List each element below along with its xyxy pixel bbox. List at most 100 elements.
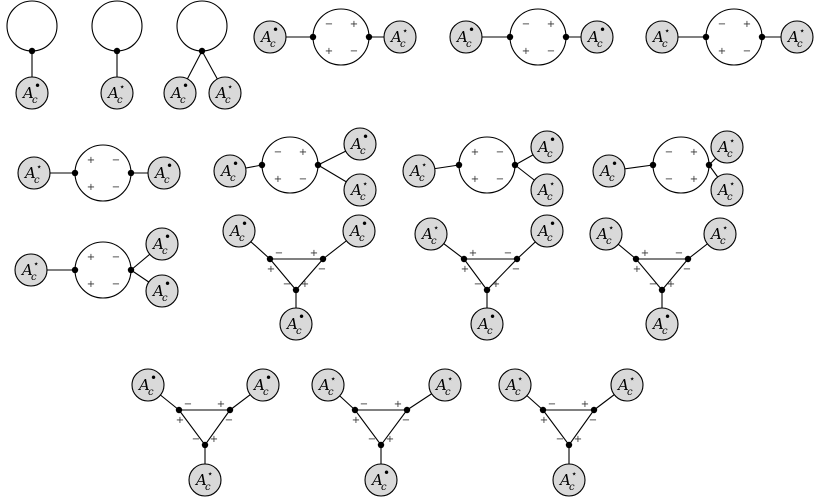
interaction-vertex xyxy=(71,169,79,177)
loop-circle xyxy=(509,8,567,66)
external-field-node: A•c xyxy=(163,76,197,110)
plus-sign-label: + xyxy=(299,147,307,158)
field-label: A xyxy=(595,225,608,243)
interaction-vertex xyxy=(201,441,209,449)
external-field-circle xyxy=(414,217,448,251)
plus-sign-label: + xyxy=(641,248,649,259)
external-field-circle xyxy=(253,20,287,54)
field-subscript: c xyxy=(606,236,612,247)
field-label: A xyxy=(252,376,265,394)
tadpole-diagram: A•c xyxy=(6,0,58,110)
loop-circle xyxy=(91,0,143,52)
triangle-loop xyxy=(353,409,409,446)
external-field-node: A⋆c xyxy=(188,463,222,497)
external-field-circle xyxy=(498,368,532,402)
field-subscript: c xyxy=(720,236,726,247)
external-field-node: A⋆c xyxy=(208,76,242,110)
minus-sign-label: − xyxy=(192,434,200,445)
external-field-node: A•c xyxy=(364,463,398,497)
external-field-node: A•c xyxy=(253,20,287,54)
external-field-node: A•c xyxy=(15,76,49,110)
interaction-vertex xyxy=(226,406,234,414)
interaction-vertex xyxy=(590,406,598,414)
field-subscript: c xyxy=(270,39,276,50)
field-label: A xyxy=(616,376,629,394)
field-label: A xyxy=(709,225,722,243)
plus-sign-label: + xyxy=(492,279,500,290)
loop-circle xyxy=(312,8,370,66)
minus-sign-label: − xyxy=(402,415,410,426)
interaction-vertex xyxy=(649,161,657,169)
field-superscript: • xyxy=(150,371,157,385)
minus-sign-label: − xyxy=(360,399,368,410)
field-superscript: ⋆ xyxy=(207,469,213,480)
interaction-vertex xyxy=(258,161,266,169)
plus-sign-label: + xyxy=(325,46,333,57)
plus-sign-label: + xyxy=(87,155,95,166)
field-subscript: c xyxy=(466,39,472,50)
external-field-circle xyxy=(100,76,134,110)
field-subscript: c xyxy=(597,39,603,50)
plus-sign-label: + xyxy=(217,399,225,410)
field-subscript: c xyxy=(419,173,425,184)
field-superscript: ⋆ xyxy=(608,223,614,234)
minus-sign-label: − xyxy=(743,46,751,57)
field-label: A xyxy=(348,222,361,240)
external-field-node: A⋆c xyxy=(14,253,48,287)
field-label: A xyxy=(558,471,571,489)
interaction-vertex xyxy=(28,47,36,55)
field-superscript: • xyxy=(549,133,556,147)
external-field-node: A⋆c xyxy=(552,463,586,497)
external-field-circle xyxy=(428,368,462,402)
interaction-vertex xyxy=(314,161,322,169)
field-superscript: ⋆ xyxy=(433,223,439,234)
field-subscript: c xyxy=(296,326,302,337)
field-label: A xyxy=(349,181,362,199)
field-superscript: ⋆ xyxy=(362,179,368,190)
external-field-node: A•c xyxy=(147,156,181,190)
external-field-circle xyxy=(15,76,49,110)
field-subscript: c xyxy=(164,175,170,186)
field-superscript: • xyxy=(611,157,618,171)
interaction-vertex xyxy=(198,47,206,55)
interaction-vertex xyxy=(403,406,411,414)
field-superscript: ⋆ xyxy=(227,82,233,93)
field-superscript: • xyxy=(272,23,279,37)
field-subscript: c xyxy=(117,95,123,106)
plus-sign-label: + xyxy=(471,174,479,185)
field-label: A xyxy=(20,261,33,279)
field-superscript: • xyxy=(599,23,606,37)
external-field-node: A⋆c xyxy=(703,217,737,251)
bubble-diagram: A⋆cA•cA⋆c+−+− xyxy=(402,130,564,207)
plus-sign-label: + xyxy=(581,399,589,410)
external-field-circle xyxy=(14,253,48,287)
external-field-circle xyxy=(364,463,398,497)
loop-circle xyxy=(705,8,763,66)
external-field-circle xyxy=(530,130,564,164)
plus-sign-label: + xyxy=(267,264,275,275)
external-field-node: A⋆c xyxy=(530,173,564,207)
minus-sign-label: − xyxy=(299,174,307,185)
external-field-node: A•c xyxy=(342,214,376,248)
plus-sign-label: + xyxy=(310,248,318,259)
loop-circle xyxy=(74,241,132,299)
field-superscript: ⋆ xyxy=(421,160,427,171)
field-subscript: c xyxy=(162,246,168,257)
interaction-vertex xyxy=(365,33,373,41)
field-subscript: c xyxy=(515,387,521,398)
field-label: A xyxy=(151,235,164,253)
field-superscript: • xyxy=(383,466,390,480)
field-superscript: ⋆ xyxy=(729,136,735,147)
field-subscript: c xyxy=(487,326,493,337)
field-subscript: c xyxy=(627,387,633,398)
external-field-circle xyxy=(645,307,679,341)
plus-sign-label: + xyxy=(350,19,358,30)
field-superscript: ⋆ xyxy=(664,26,670,37)
field-label: A xyxy=(420,225,433,243)
field-label: A xyxy=(536,138,549,156)
field-subscript: c xyxy=(609,173,615,184)
plus-sign-label: + xyxy=(718,46,726,57)
